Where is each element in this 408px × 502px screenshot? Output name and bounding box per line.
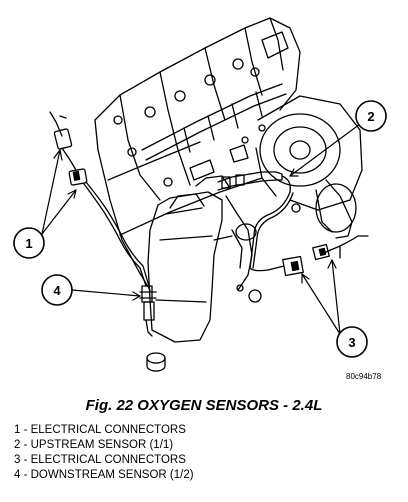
mount-bracket <box>146 352 166 372</box>
connectors-left <box>49 111 150 287</box>
figure-caption: Fig. 22 OXYGEN SENSORS - 2.4L <box>85 397 323 414</box>
legend: 1 - ELECTRICAL CONNECTORS 2 - UPSTREAM S… <box>14 423 194 483</box>
upstream-harness <box>249 191 294 269</box>
callout-1: 1 <box>13 227 45 259</box>
callout-3: 3 <box>336 326 368 358</box>
callout-label-1: 1 <box>25 236 32 251</box>
engine-illustration: 1 2 3 4 <box>13 17 387 372</box>
engine-block <box>94 17 301 291</box>
legend-item: 1 - ELECTRICAL CONNECTORS <box>14 424 186 436</box>
legend-item: 4 - DOWNSTREAM SENSOR (1/2) <box>14 469 194 481</box>
callout-leaders <box>41 123 361 335</box>
callout-label-4: 4 <box>53 283 61 298</box>
alternator <box>255 95 363 239</box>
art-code: 80c94b78 <box>346 372 382 381</box>
downstream-sensor <box>139 285 157 337</box>
legend-item: 3 - ELECTRICAL CONNECTORS <box>14 454 186 466</box>
catalytic-converter <box>147 175 262 343</box>
connectors-right <box>249 235 369 277</box>
callout-label-3: 3 <box>348 335 355 350</box>
callout-label-2: 2 <box>367 109 374 124</box>
callout-2: 2 <box>355 100 387 132</box>
legend-item: 2 - UPSTREAM SENSOR (1/1) <box>14 439 174 451</box>
callout-4: 4 <box>41 274 73 306</box>
upstream-sensor <box>217 171 291 193</box>
